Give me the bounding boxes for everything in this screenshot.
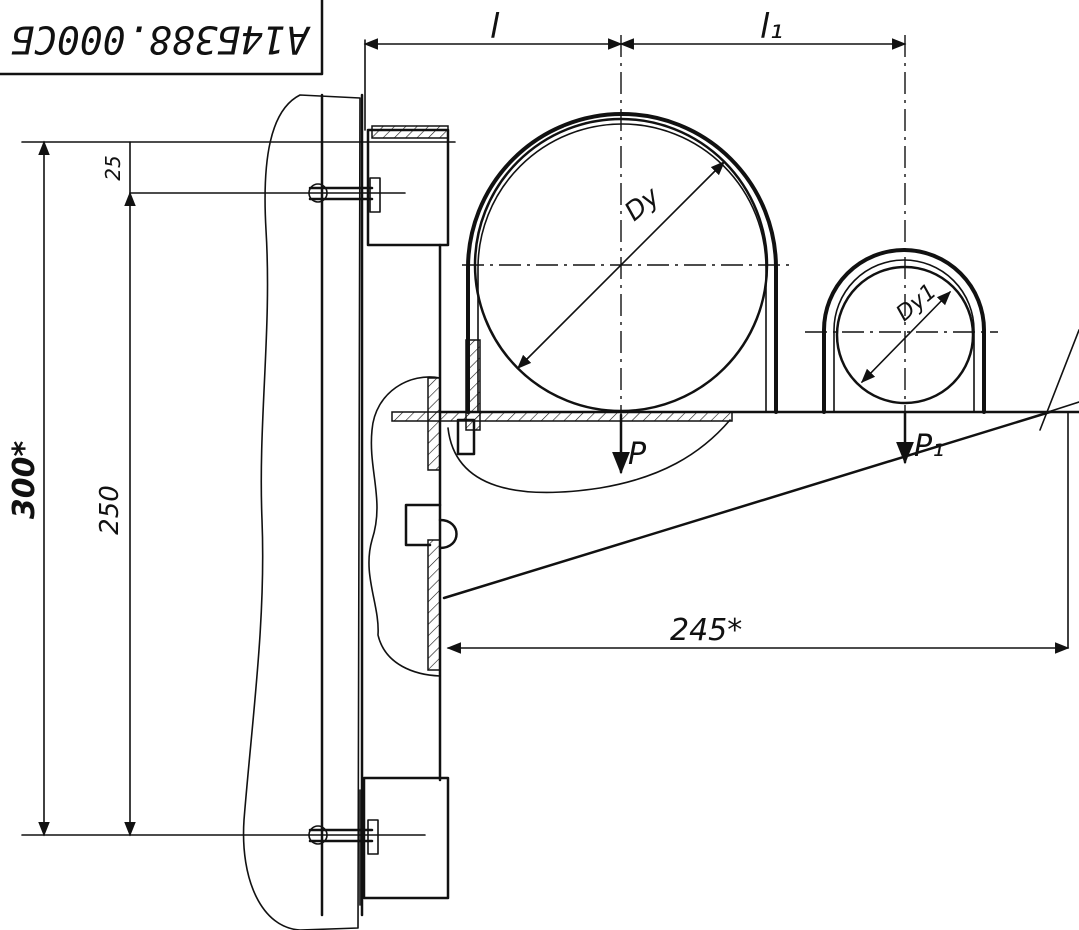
label-25: 25 [101,155,125,180]
top-bolt [129,177,406,213]
title-stamp: А14Б388.000СБ [0,0,324,76]
label-300: 300* [7,441,42,520]
wall-outline [242,93,364,930]
label-p1: P₁ [914,429,944,464]
label-245: 245* [670,613,742,648]
dim-300 [21,140,456,837]
label-l: l [490,7,500,47]
top-dimension-line [363,38,907,131]
label-l1: l₁ [760,7,783,47]
stamp-code: А14Б388.000СБ [11,18,311,62]
bottom-bolt [21,819,426,855]
label-p: P [628,437,647,472]
label-250: 250 [95,485,125,535]
label-dy1: Dy1 [892,279,942,326]
upright-post [359,125,450,906]
large-pipe-clamp [462,35,795,470]
breakout-detail [368,376,458,677]
bracket-arm [391,329,1079,600]
dim-245 [446,411,1070,654]
small-pipe-clamp [805,35,998,462]
label-dy: Dy [619,181,666,227]
